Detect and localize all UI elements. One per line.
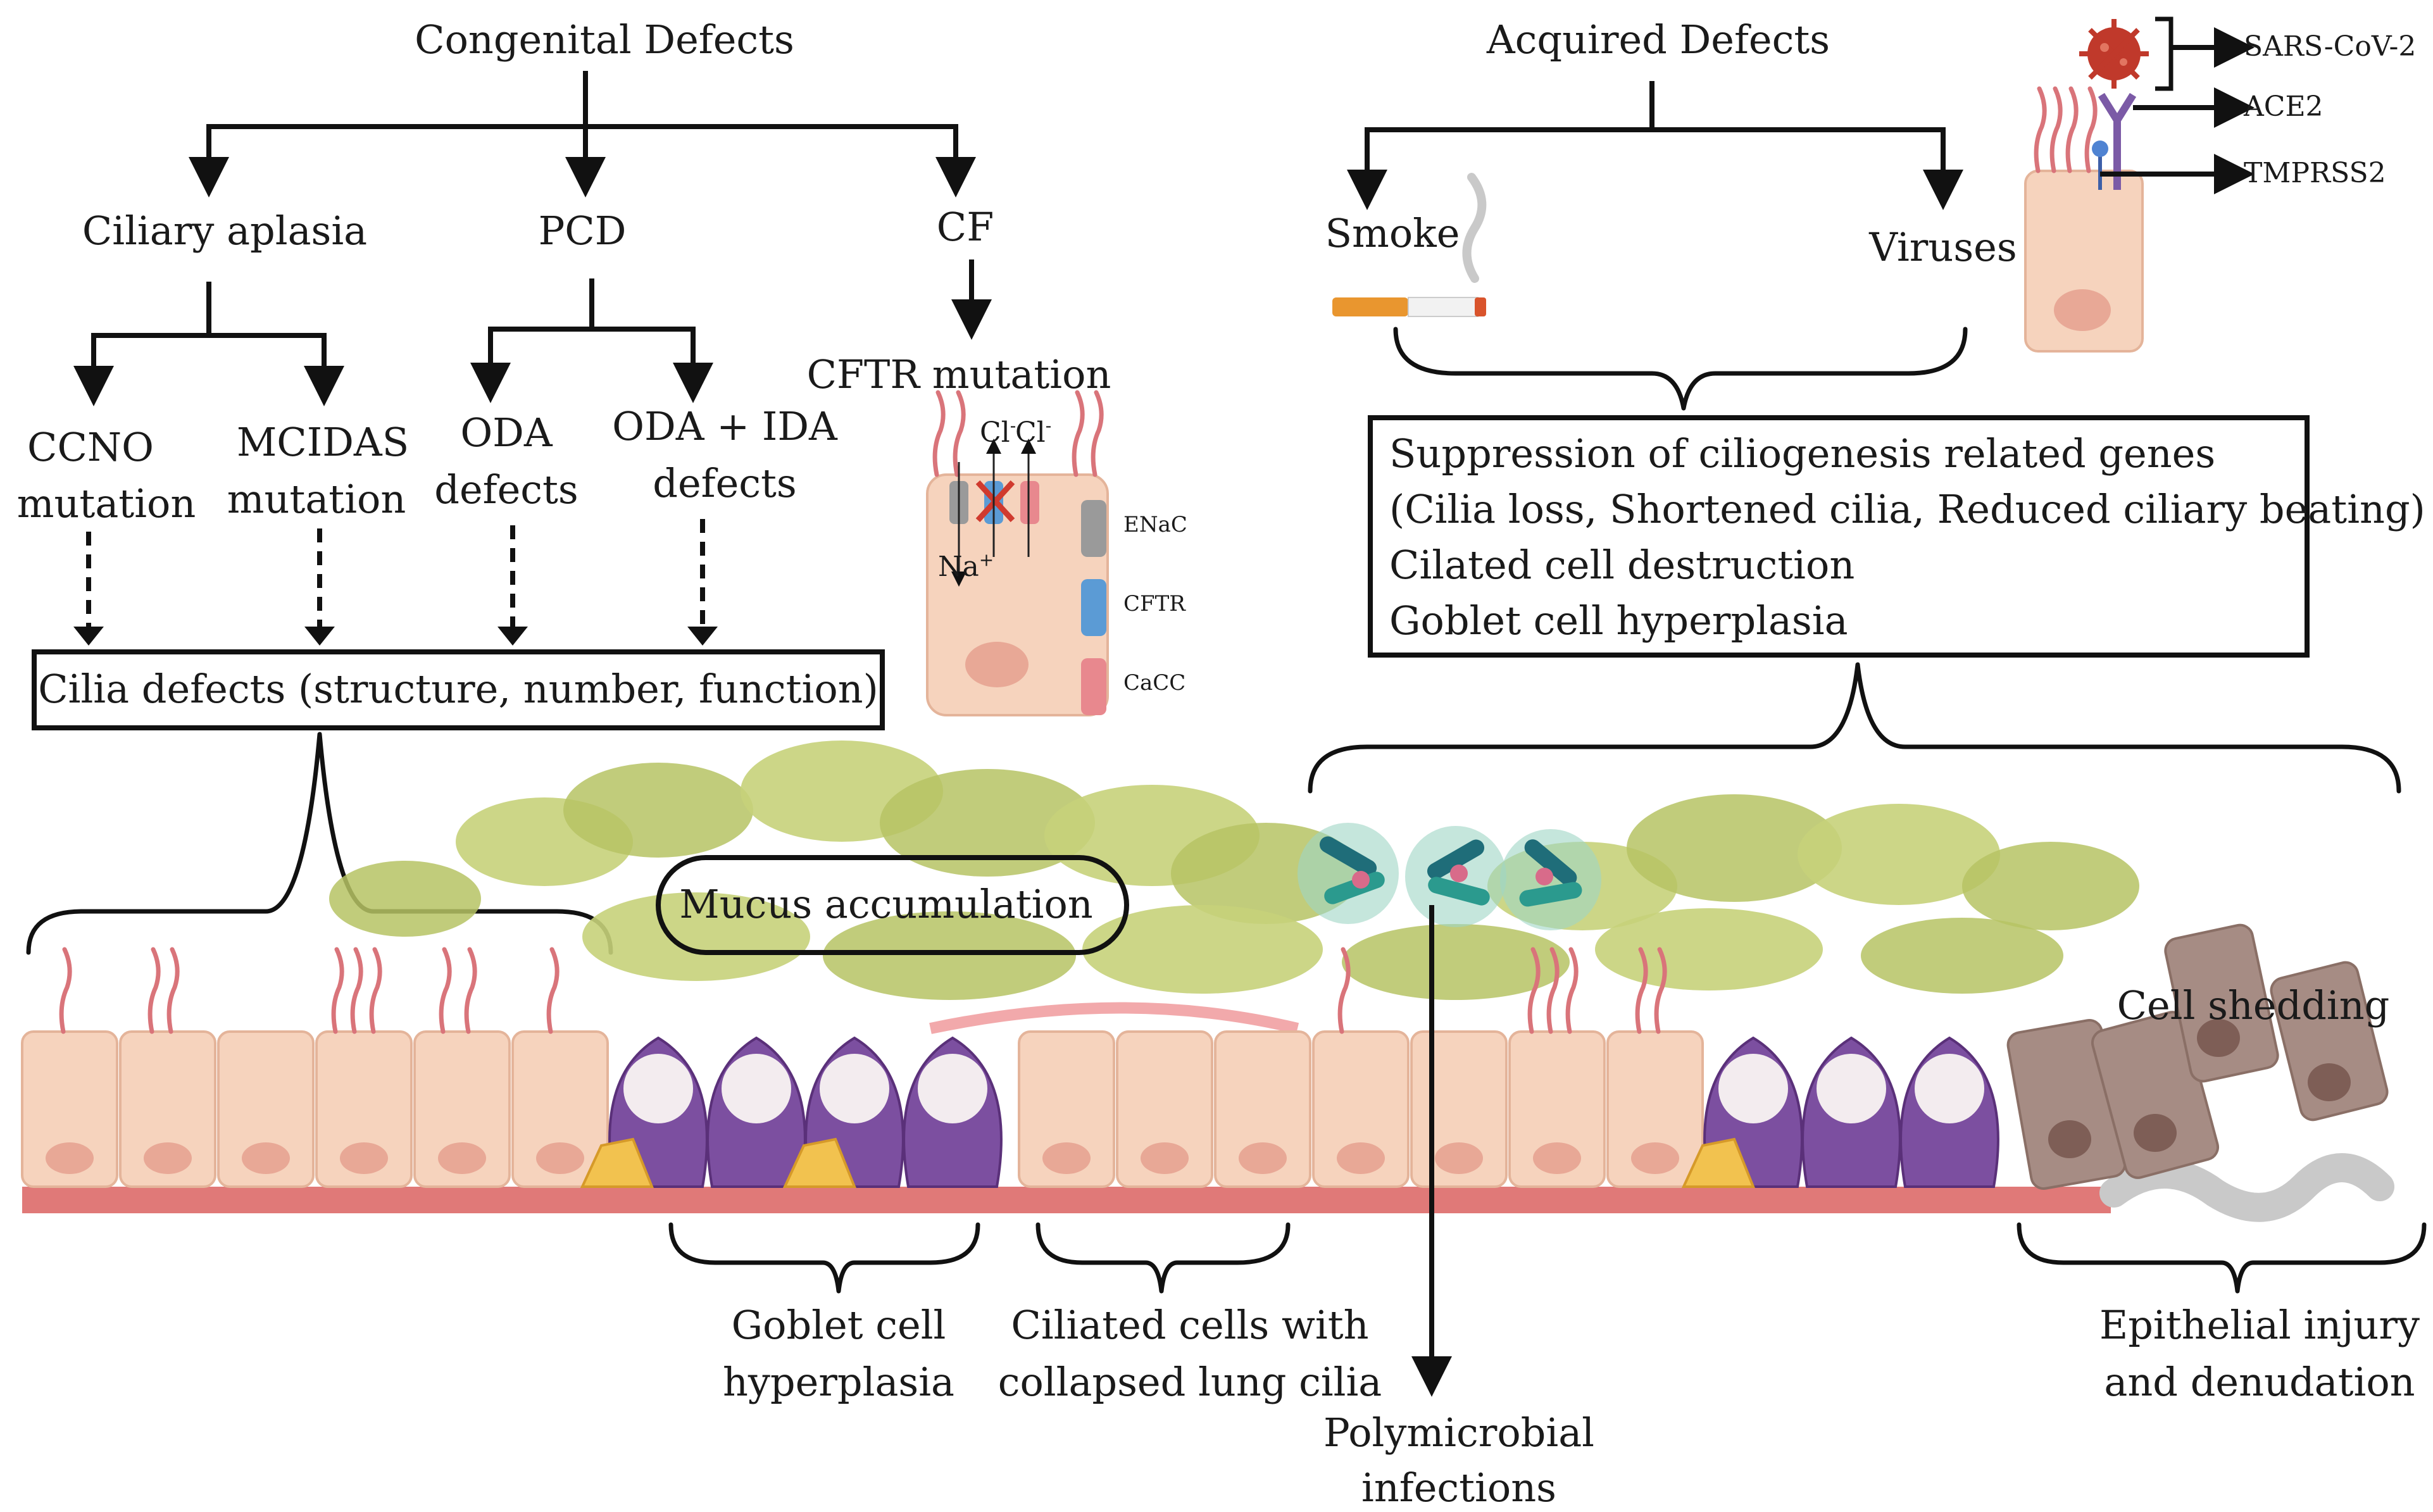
virus-infected-cell: SARS-CoV-2 ACE2 TMPRSS2 bbox=[2024, 16, 2416, 353]
cilium bbox=[2084, 86, 2098, 173]
cf-cell-illustration: Cl- Cl- Na+ ENaC CFTR CaCC bbox=[926, 390, 1187, 716]
basal-cell bbox=[782, 1137, 856, 1188]
collapsed-cilia-line2: collapsed lung cilia bbox=[998, 1359, 1382, 1405]
virus-bracket bbox=[2155, 16, 2173, 91]
legend-enac-swatch bbox=[1081, 500, 1106, 557]
legend-cftr-label: CFTR bbox=[1123, 591, 1186, 616]
goblet-cells-group bbox=[1681, 1036, 1999, 1188]
oda-ida-label-line2: defects bbox=[653, 460, 796, 506]
goblet-hyperplasia-line2: hyperplasia bbox=[723, 1359, 954, 1405]
cross-mark bbox=[975, 480, 1015, 523]
legend-enac-label: ENaC bbox=[1123, 512, 1187, 537]
cilium bbox=[2065, 86, 2079, 173]
cell-shedding-label: Cell shedding bbox=[2117, 982, 2390, 1028]
legend-cftr-swatch bbox=[1081, 579, 1106, 636]
epithelium-tissue: Mucus accumulation Cell shedding bbox=[21, 740, 2394, 1397]
injury-brace bbox=[2017, 1222, 2427, 1294]
legend-cacc-swatch bbox=[1081, 658, 1106, 715]
epithelial-injury-line2: and denudation bbox=[2104, 1359, 2415, 1405]
cacc-channel bbox=[1020, 481, 1039, 524]
goblet-hyperplasia-line1: Goblet cell bbox=[732, 1302, 946, 1348]
effect-line-1: Suppression of ciliogenesis related gene… bbox=[1389, 430, 2215, 477]
denuded-membrane bbox=[2099, 1153, 2394, 1222]
ccno-label-line2: mutation bbox=[17, 480, 196, 527]
acquired-effects-box bbox=[1368, 415, 2310, 658]
ciliated-cell bbox=[511, 1030, 609, 1188]
cl-ion-label: Cl- bbox=[1015, 415, 1051, 449]
collapsed-cilia-line1: Ciliated cells with bbox=[1011, 1302, 1368, 1348]
ciliated-cells-right bbox=[1312, 947, 1704, 1188]
smoke-label: Smoke bbox=[1325, 210, 1460, 256]
bacteria-clusters bbox=[1298, 823, 1601, 930]
sars-cov-2-label: SARS-CoV-2 bbox=[2244, 30, 2416, 63]
basal-cell bbox=[580, 1137, 654, 1188]
ciliated-cell bbox=[217, 1030, 315, 1188]
cilia-defects-label: Cilia defects (structure, number, functi… bbox=[38, 666, 879, 712]
arrowhead bbox=[304, 627, 335, 646]
acquired-branch: Acquired Defects Smoke Viruses bbox=[1308, 16, 2425, 794]
shedding-cells bbox=[2006, 923, 2389, 1190]
congenital-branch: Congenital Defects Ciliary aplasia PCD C… bbox=[17, 16, 1111, 730]
ciliary-aplasia-label: Ciliary aplasia bbox=[82, 208, 367, 254]
cl-ion-label: Cl- bbox=[980, 415, 1016, 449]
viruses-label: Viruses bbox=[1868, 224, 2017, 270]
arrowhead bbox=[687, 627, 718, 646]
cilium bbox=[2034, 86, 2047, 173]
pcd-label: PCD bbox=[539, 208, 627, 254]
mucus-label-pill bbox=[656, 855, 1129, 955]
cf-cell-nucleus bbox=[965, 642, 1029, 687]
collapsed-brace bbox=[1035, 1222, 1291, 1294]
acquired-defects-title: Acquired Defects bbox=[1486, 16, 1830, 63]
ciliated-cell bbox=[413, 1030, 511, 1188]
effect-line-3: Cilated cell destruction bbox=[1389, 542, 1854, 588]
tmprss2-label: TMPRSS2 bbox=[2244, 157, 2386, 189]
collapsed-cilia-cells bbox=[929, 1002, 1311, 1188]
sars-cov-2-virus-icon bbox=[2079, 19, 2149, 89]
cigarette-icon bbox=[1332, 173, 1487, 317]
cilium bbox=[1091, 390, 1104, 477]
basal-cell bbox=[1681, 1137, 1755, 1188]
effect-line-4: Goblet cell hyperplasia bbox=[1389, 597, 1848, 644]
ace2-label: ACE2 bbox=[2243, 91, 2324, 123]
polymicrobial-line1: Polymicrobial bbox=[1323, 1409, 1594, 1456]
cilium bbox=[953, 390, 966, 477]
oda-label-line2: defects bbox=[434, 466, 578, 513]
cilium bbox=[2049, 86, 2063, 173]
arrowhead bbox=[497, 627, 528, 646]
nucleus bbox=[2054, 289, 2111, 331]
na-ion-label: Na+ bbox=[938, 549, 994, 583]
congenital-tissue-brace bbox=[26, 732, 613, 955]
ciliated-cell bbox=[315, 1030, 413, 1188]
mucus-accumulation-label: Mucus accumulation bbox=[679, 881, 1092, 927]
epithelial-injury-line1: Epithelial injury bbox=[2099, 1302, 2420, 1348]
effect-line-2: (Cilia loss, Shortened cilia, Reduced ci… bbox=[1389, 486, 2425, 532]
cf-label: CF bbox=[937, 204, 994, 250]
ciliated-cell bbox=[119, 1030, 216, 1188]
goblet-brace bbox=[668, 1222, 980, 1294]
acquired-brace bbox=[1393, 327, 1968, 411]
ccno-label-line1: CCNO bbox=[27, 424, 154, 470]
cilia-defects-box bbox=[32, 649, 885, 730]
congenital-defects-title: Congenital Defects bbox=[415, 16, 794, 63]
oda-label-line1: ODA bbox=[460, 409, 553, 456]
mucus-layer bbox=[329, 740, 2139, 1000]
ace2-receptor-head bbox=[2098, 92, 2137, 128]
arrowhead bbox=[73, 627, 104, 646]
ciliated-cells-left bbox=[21, 947, 609, 1188]
cftr-mutation-label: CFTR mutation bbox=[807, 351, 1111, 397]
ciliated-cell bbox=[21, 1030, 118, 1188]
cilium bbox=[932, 390, 946, 477]
mcidas-label-line1: MCIDAS bbox=[237, 419, 409, 465]
acquired-tissue-brace bbox=[1308, 662, 2401, 794]
legend-cacc-label: CaCC bbox=[1123, 670, 1185, 696]
cilium bbox=[1072, 390, 1085, 477]
basement-membrane bbox=[22, 1187, 2111, 1213]
oda-ida-label-line1: ODA + IDA bbox=[612, 403, 838, 449]
mcidas-label-line2: mutation bbox=[227, 476, 406, 522]
tmprss2-head bbox=[2092, 141, 2108, 157]
goblet-cells-group bbox=[580, 1036, 1003, 1188]
polymicrobial-line2: infections bbox=[1361, 1465, 1556, 1509]
